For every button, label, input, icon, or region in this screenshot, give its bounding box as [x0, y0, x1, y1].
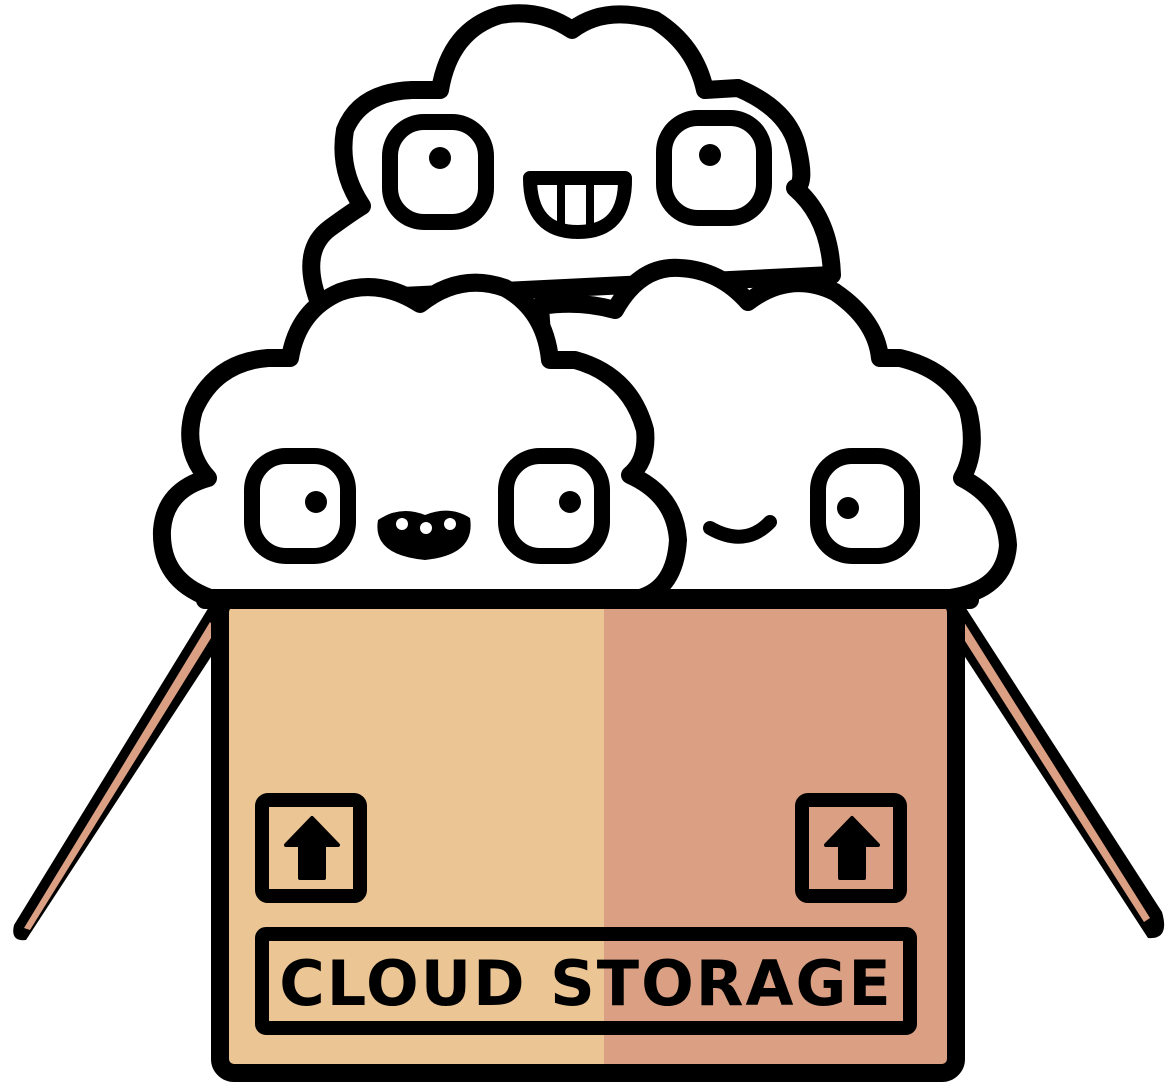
left-cloud-left-eye: [244, 448, 356, 564]
box-label: CLOUD STORAGE: [279, 947, 893, 1020]
box-label-frame: [255, 927, 917, 1035]
up-arrow-icon-right: [795, 793, 907, 903]
top-cloud-right-eye: [656, 110, 772, 226]
right-cloud-eye: [810, 448, 920, 564]
left-cloud-right-eye: [498, 448, 610, 564]
right-flap: [954, 602, 1165, 939]
left-flap: [13, 602, 223, 941]
top-cloud-left-eye: [382, 114, 494, 230]
top-cloud: [302, 4, 841, 309]
up-arrow-icon-left: [255, 793, 367, 903]
top-cloud-mouth: [523, 171, 633, 239]
left-cloud: [152, 273, 687, 607]
box: CLOUD STORAGE: [196, 589, 979, 1082]
right-cloud-smile: [703, 515, 777, 544]
